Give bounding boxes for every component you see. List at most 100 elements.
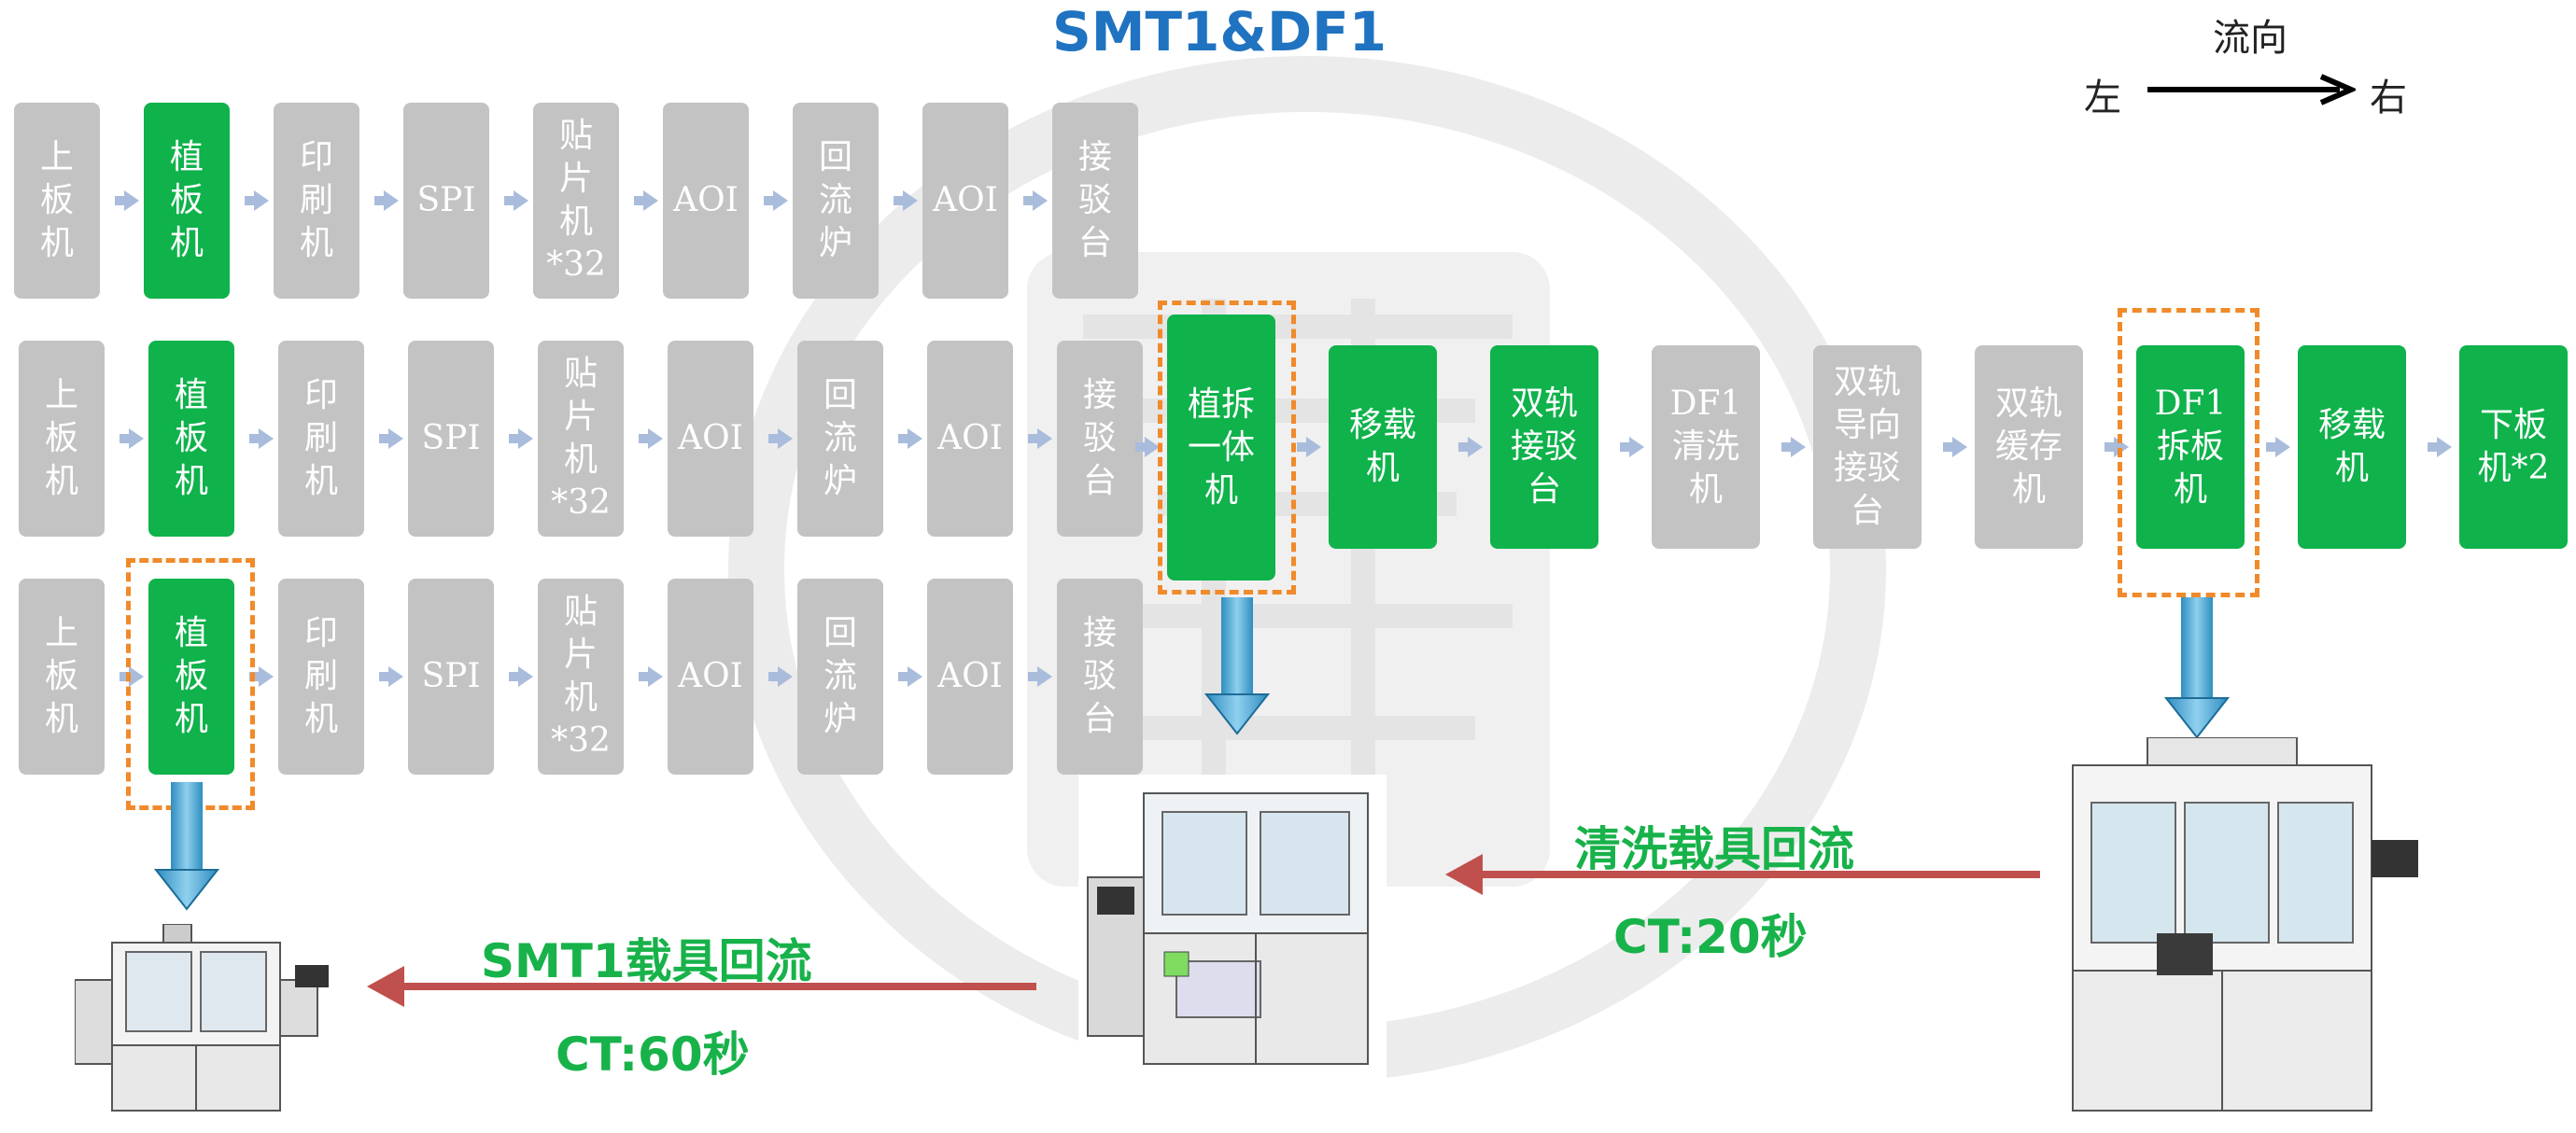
flow-arrow-icon — [379, 666, 403, 687]
flow-arrow-icon — [639, 428, 663, 449]
machine-box: SPI — [408, 579, 494, 775]
flow-arrow-icon — [509, 666, 533, 687]
machine-label: 回 流 炉 — [823, 614, 857, 738]
machine-label: 植 板 机 — [169, 138, 204, 262]
machine-box: AOI — [922, 103, 1008, 299]
down-arrow-icon — [154, 782, 219, 911]
machine-box: 植 板 机 — [144, 103, 230, 299]
machine-label: 移载 机 — [1348, 406, 1416, 487]
machine-label: SPI — [421, 657, 481, 695]
machine-box: 植 板 机 — [148, 341, 234, 537]
machine-box: 贴 片 机 *32 — [538, 341, 624, 537]
machine-label: 印 刷 机 — [303, 376, 338, 500]
machine-label: 贴 片 机 *32 — [546, 117, 606, 284]
machine-box: 接 驳 台 — [1052, 103, 1138, 299]
flow-arrow-icon — [1023, 190, 1048, 211]
machine-box: 双轨 导向 接驳 台 — [1813, 345, 1921, 549]
flow-arrow-icon — [1028, 666, 1052, 687]
flow-arrow-icon — [898, 666, 922, 687]
flow-arrow-icon — [768, 428, 793, 449]
machine-box: 印 刷 机 — [274, 103, 359, 299]
return-flow-arrow-clean — [1480, 871, 2040, 878]
flow-arrow-icon — [898, 428, 922, 449]
return-flow-arrowhead-icon — [367, 966, 404, 1007]
flow-arrow-icon — [639, 666, 663, 687]
return-flow-arrow-smt1 — [401, 983, 1036, 990]
machine-box: 上 板 机 — [19, 579, 105, 775]
machine-box: AOI — [668, 341, 753, 537]
machine-label: 下板 机*2 — [2477, 406, 2550, 487]
flow-arrow-icon — [768, 666, 793, 687]
machine-label: SPI — [421, 419, 481, 457]
machine-box: 植 板 机 — [148, 579, 234, 775]
flow-arrow-icon — [120, 666, 144, 687]
machine-label: AOI — [937, 419, 1003, 457]
machine-label: 双轨 导向 接驳 台 — [1833, 363, 1901, 530]
machine-label: 接 驳 台 — [1082, 376, 1117, 500]
machine-box: 回 流 炉 — [797, 341, 883, 537]
page-title: SMT1&DF1 — [1052, 0, 1387, 63]
flow-arrow-icon — [1620, 437, 1644, 457]
down-arrow-icon — [1204, 597, 1270, 735]
machine-label: 双轨 接驳 台 — [1510, 385, 1578, 509]
df1-remove-machine-image — [2072, 737, 2418, 1112]
return-flow-label-smt1: SMT1载具回流 — [481, 934, 812, 988]
machine-label: 上 板 机 — [39, 138, 74, 262]
machine-label: 印 刷 机 — [299, 138, 333, 262]
machine-label: 植 板 机 — [174, 614, 208, 738]
machine-label: 植 板 机 — [174, 376, 208, 500]
machine-label: AOI — [678, 419, 743, 457]
return-flow-arrowhead-icon — [1445, 854, 1483, 895]
machine-label: 贴 片 机 *32 — [551, 355, 611, 522]
machine-box: 接 驳 台 — [1057, 579, 1143, 775]
machine-box: 上 板 机 — [14, 103, 100, 299]
flow-arrow-icon — [764, 190, 788, 211]
machine-label: 移载 机 — [2317, 406, 2386, 487]
machine-label: DF1 清洗 机 — [1669, 385, 1742, 509]
flow-arrow-icon — [1297, 437, 1321, 457]
machine-label: 植拆 一体 机 — [1187, 385, 1255, 510]
machine-label: DF1 拆板 机 — [2154, 385, 2227, 509]
flow-arrow-icon — [2428, 437, 2452, 457]
machine-box: 移载 机 — [2298, 345, 2406, 549]
machine-box: 贴 片 机 *32 — [533, 103, 619, 299]
flow-arrow-icon — [245, 190, 269, 211]
machine-label: 双轨 缓存 机 — [1994, 385, 2062, 509]
flow-arrow-icon — [1781, 437, 1806, 457]
machine-label: SPI — [416, 181, 476, 219]
machine-label: AOI — [678, 657, 743, 695]
machine-box: AOI — [927, 341, 1013, 537]
flow-arrow-icon — [509, 428, 533, 449]
flow-arrow-icon — [1458, 437, 1483, 457]
machine-box: 双轨 缓存 机 — [1975, 345, 2083, 549]
flow-direction-right: 右 — [2370, 77, 2407, 119]
flow-arrow-icon — [894, 190, 918, 211]
plant-machine-image — [75, 924, 329, 1112]
machine-label: 接 驳 台 — [1077, 138, 1112, 262]
machine-label: AOI — [937, 657, 1003, 695]
highlight-df1-remove-machine — [2118, 308, 2259, 597]
flow-direction-arrow-icon — [2147, 74, 2356, 105]
return-flow-label-clean: 清洗载具回流 — [1574, 822, 1854, 876]
machine-box: 双轨 接驳 台 — [1490, 345, 1598, 549]
machine-box: 上 板 机 — [19, 341, 105, 537]
machine-box: 印 刷 机 — [278, 579, 364, 775]
machine-label: AOI — [933, 181, 998, 219]
flow-arrow-icon — [249, 428, 274, 449]
machine-box: DF1 拆板 机 — [2136, 345, 2245, 549]
machine-box: AOI — [668, 579, 753, 775]
highlight-plant-remove-machine — [1158, 301, 1296, 594]
machine-box: 回 流 炉 — [797, 579, 883, 775]
machine-box: SPI — [408, 341, 494, 537]
flow-arrow-icon — [1943, 437, 1967, 457]
machine-label: 回 流 炉 — [818, 138, 852, 262]
machine-box: AOI — [663, 103, 749, 299]
machine-label: 回 流 炉 — [823, 376, 857, 500]
return-flow-ct-smt1: CT:60秒 — [556, 1028, 750, 1082]
flow-direction-left: 左 — [2084, 77, 2121, 119]
machine-box: DF1 清洗 机 — [1652, 345, 1760, 549]
machine-box: 下板 机*2 — [2459, 345, 2568, 549]
flow-arrow-icon — [1135, 437, 1160, 457]
machine-box: 接 驳 台 — [1057, 341, 1143, 537]
machine-label: AOI — [673, 181, 739, 219]
